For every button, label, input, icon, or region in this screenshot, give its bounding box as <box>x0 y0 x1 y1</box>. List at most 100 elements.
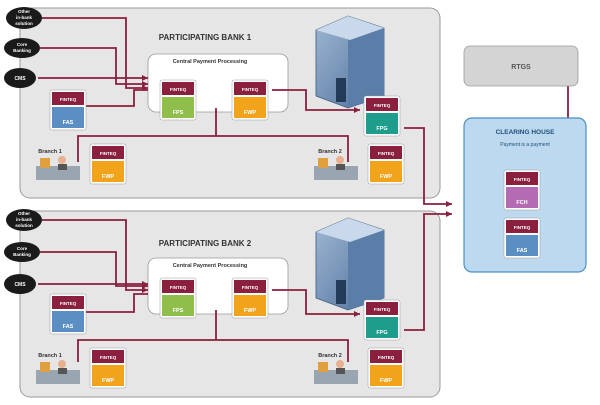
bank2-cpp-title: Central Payment Processing <box>173 263 248 269</box>
bank1-fps-module: FINTEQ FPS <box>159 79 197 121</box>
bank2-other-label-1: Other <box>18 211 30 216</box>
wire-b2-bus <box>77 339 349 362</box>
bank2-fas-module-label: FAS <box>63 324 74 330</box>
bank1-branch2-desk-icon <box>314 156 358 180</box>
bank2-fwp-module-label: FWP <box>244 308 257 314</box>
bank2-branch1-fwp-module-brand-label: FINTEQ <box>100 355 117 360</box>
bank1-fps-module-label: FPS <box>173 110 184 116</box>
wire-b2-other <box>42 219 148 291</box>
bank2-core-label-2: Banking <box>13 252 31 257</box>
bank1-fwp-module-label: FWP <box>244 110 257 116</box>
bank2-branch2-fwp-module-brand-label: FINTEQ <box>378 355 395 360</box>
bank1-other-oval <box>6 7 42 29</box>
bank2-fas-module-brand-label: FINTEQ <box>60 301 77 306</box>
rtgs-label: RTGS <box>511 64 531 71</box>
bank2-branch1-label: Branch 1 <box>38 353 62 359</box>
bank1-title: PARTICIPATING BANK 1 <box>159 33 252 42</box>
bank2-fas-module-brand-badge <box>52 296 84 309</box>
bank1-branch2-fwp-module-body <box>370 161 402 182</box>
bank1-branch2-fwp-module-label: FWP <box>380 174 393 180</box>
bank1-cms-label: CMS <box>14 76 26 82</box>
clearing-fas-module-label: FAS <box>517 248 528 254</box>
wire-b2-core <box>40 251 148 287</box>
bank2-cms-label: CMS <box>14 282 26 288</box>
bank2-fwp-module-brand-label: FINTEQ <box>242 285 259 290</box>
bank2-fpg-module-label: FPG <box>376 330 387 336</box>
bank1-branch1-label: Branch 1 <box>38 149 62 155</box>
wire-b2-fas <box>86 293 148 313</box>
bank2-fps-module-brand-badge <box>162 280 194 293</box>
bank1-fas-module-brand-badge <box>52 92 84 105</box>
bank2-fpg-module-brand-label: FINTEQ <box>374 307 391 312</box>
clearing-house-title: CLEARING HOUSE <box>496 129 556 136</box>
bank2-other-oval <box>6 209 42 231</box>
bank1-branch1-fwp-module-brand-badge <box>92 146 124 159</box>
bank2-other-label-2: in-bank <box>16 217 32 222</box>
bank2-fps-module-brand-label: FINTEQ <box>170 285 187 290</box>
bank2-fas-module: FINTEQ FAS <box>49 293 87 335</box>
bank2-fps-module-body <box>162 295 194 316</box>
bank1-fps-module-brand-badge <box>162 82 194 95</box>
bank1-other-label-1: Other <box>18 9 30 14</box>
bank1-fpg-module-brand-label: FINTEQ <box>374 103 391 108</box>
bank1-branch1-fwp-module-brand-label: FINTEQ <box>100 151 117 156</box>
bank2-branch1-fwp-module-label: FWP <box>102 378 115 384</box>
bank1-branch1-fwp-module-label: FWP <box>102 174 115 180</box>
bank2-branch2-fwp-module-brand-badge <box>370 350 402 363</box>
clearing-fas-module-body <box>506 235 538 256</box>
bank2-cms-oval <box>4 274 36 294</box>
wire-b1-other <box>42 17 148 89</box>
bank2-fps-module: FINTEQ FPS <box>159 277 197 319</box>
bank2-fpg-module: FINTEQ FPG <box>363 299 401 341</box>
bank2-fas-module-body <box>52 311 84 332</box>
bank2-core-label-1: Core <box>17 246 28 251</box>
bank2-fpg-module-body <box>366 317 398 338</box>
wire-b2-fpg-clearing <box>404 213 452 331</box>
bank1-fps-module-brand-label: FINTEQ <box>170 87 187 92</box>
wire-b1-fwp-fpg <box>272 89 360 111</box>
bank1-core-label-2: Banking <box>13 48 31 53</box>
bank1-branch1-fwp-module: FINTEQ FWP <box>89 143 127 185</box>
bank2-fps-module-label: FPS <box>173 308 184 314</box>
bank1-building-icon <box>315 15 385 109</box>
bank1-fpg-module-label: FPG <box>376 126 387 132</box>
bank2-core-oval <box>4 242 40 262</box>
bank2-branch2-label: Branch 2 <box>318 353 342 359</box>
bank1-branch2-label: Branch 2 <box>318 149 342 155</box>
bank1-core-oval <box>4 38 40 58</box>
bank2-fpg-module-brand-badge <box>366 302 398 315</box>
bank1-fpg-module-body <box>366 113 398 134</box>
clearing-fas-module-brand-label: FINTEQ <box>514 225 531 230</box>
bank2-branch1-fwp-module-body <box>92 365 124 386</box>
clearing-fch-module-brand-badge <box>506 172 538 185</box>
bank1-branch2-fwp-module: FINTEQ FWP <box>367 143 405 185</box>
bank1-other-label-2: in-bank <box>16 15 32 20</box>
bank1-fwp-module-brand-badge <box>234 82 266 95</box>
bank2-fwp-module: FINTEQ FWP <box>231 277 269 319</box>
bank1-fpg-module-brand-badge <box>366 98 398 111</box>
bank1-fwp-module-brand-label: FINTEQ <box>242 87 259 92</box>
bank2-branch2-desk-icon <box>314 360 358 384</box>
clearing-fch-module-brand-label: FINTEQ <box>514 177 531 182</box>
module-boxes: FINTEQFPSFINTEQFWPFINTEQFASFINTEQFPGFINT… <box>49 79 541 389</box>
bank1-fas-module-body <box>52 107 84 128</box>
bank2-branch1-desk-icon <box>36 360 80 384</box>
bank1-branch1-fwp-module-body <box>92 161 124 182</box>
bank2-fwp-module-brand-badge <box>234 280 266 293</box>
bank2-other-label-3: solution <box>15 223 33 228</box>
bank1-branch2-fwp-module-brand-badge <box>370 146 402 159</box>
wire-b1-bus <box>77 135 349 162</box>
bank1-core-label-1: Core <box>17 42 28 47</box>
bank1-cms-oval <box>4 68 36 88</box>
clearing-fas-module-brand-badge <box>506 220 538 233</box>
bank1-cpp-title: Central Payment Processing <box>173 59 248 65</box>
bank2-building-icon <box>315 217 385 311</box>
bank1-branch2-fwp-module-brand-label: FINTEQ <box>378 151 395 156</box>
wire-b2-fwp-fpg <box>272 289 360 315</box>
bank1-fwp-module-body <box>234 97 266 118</box>
